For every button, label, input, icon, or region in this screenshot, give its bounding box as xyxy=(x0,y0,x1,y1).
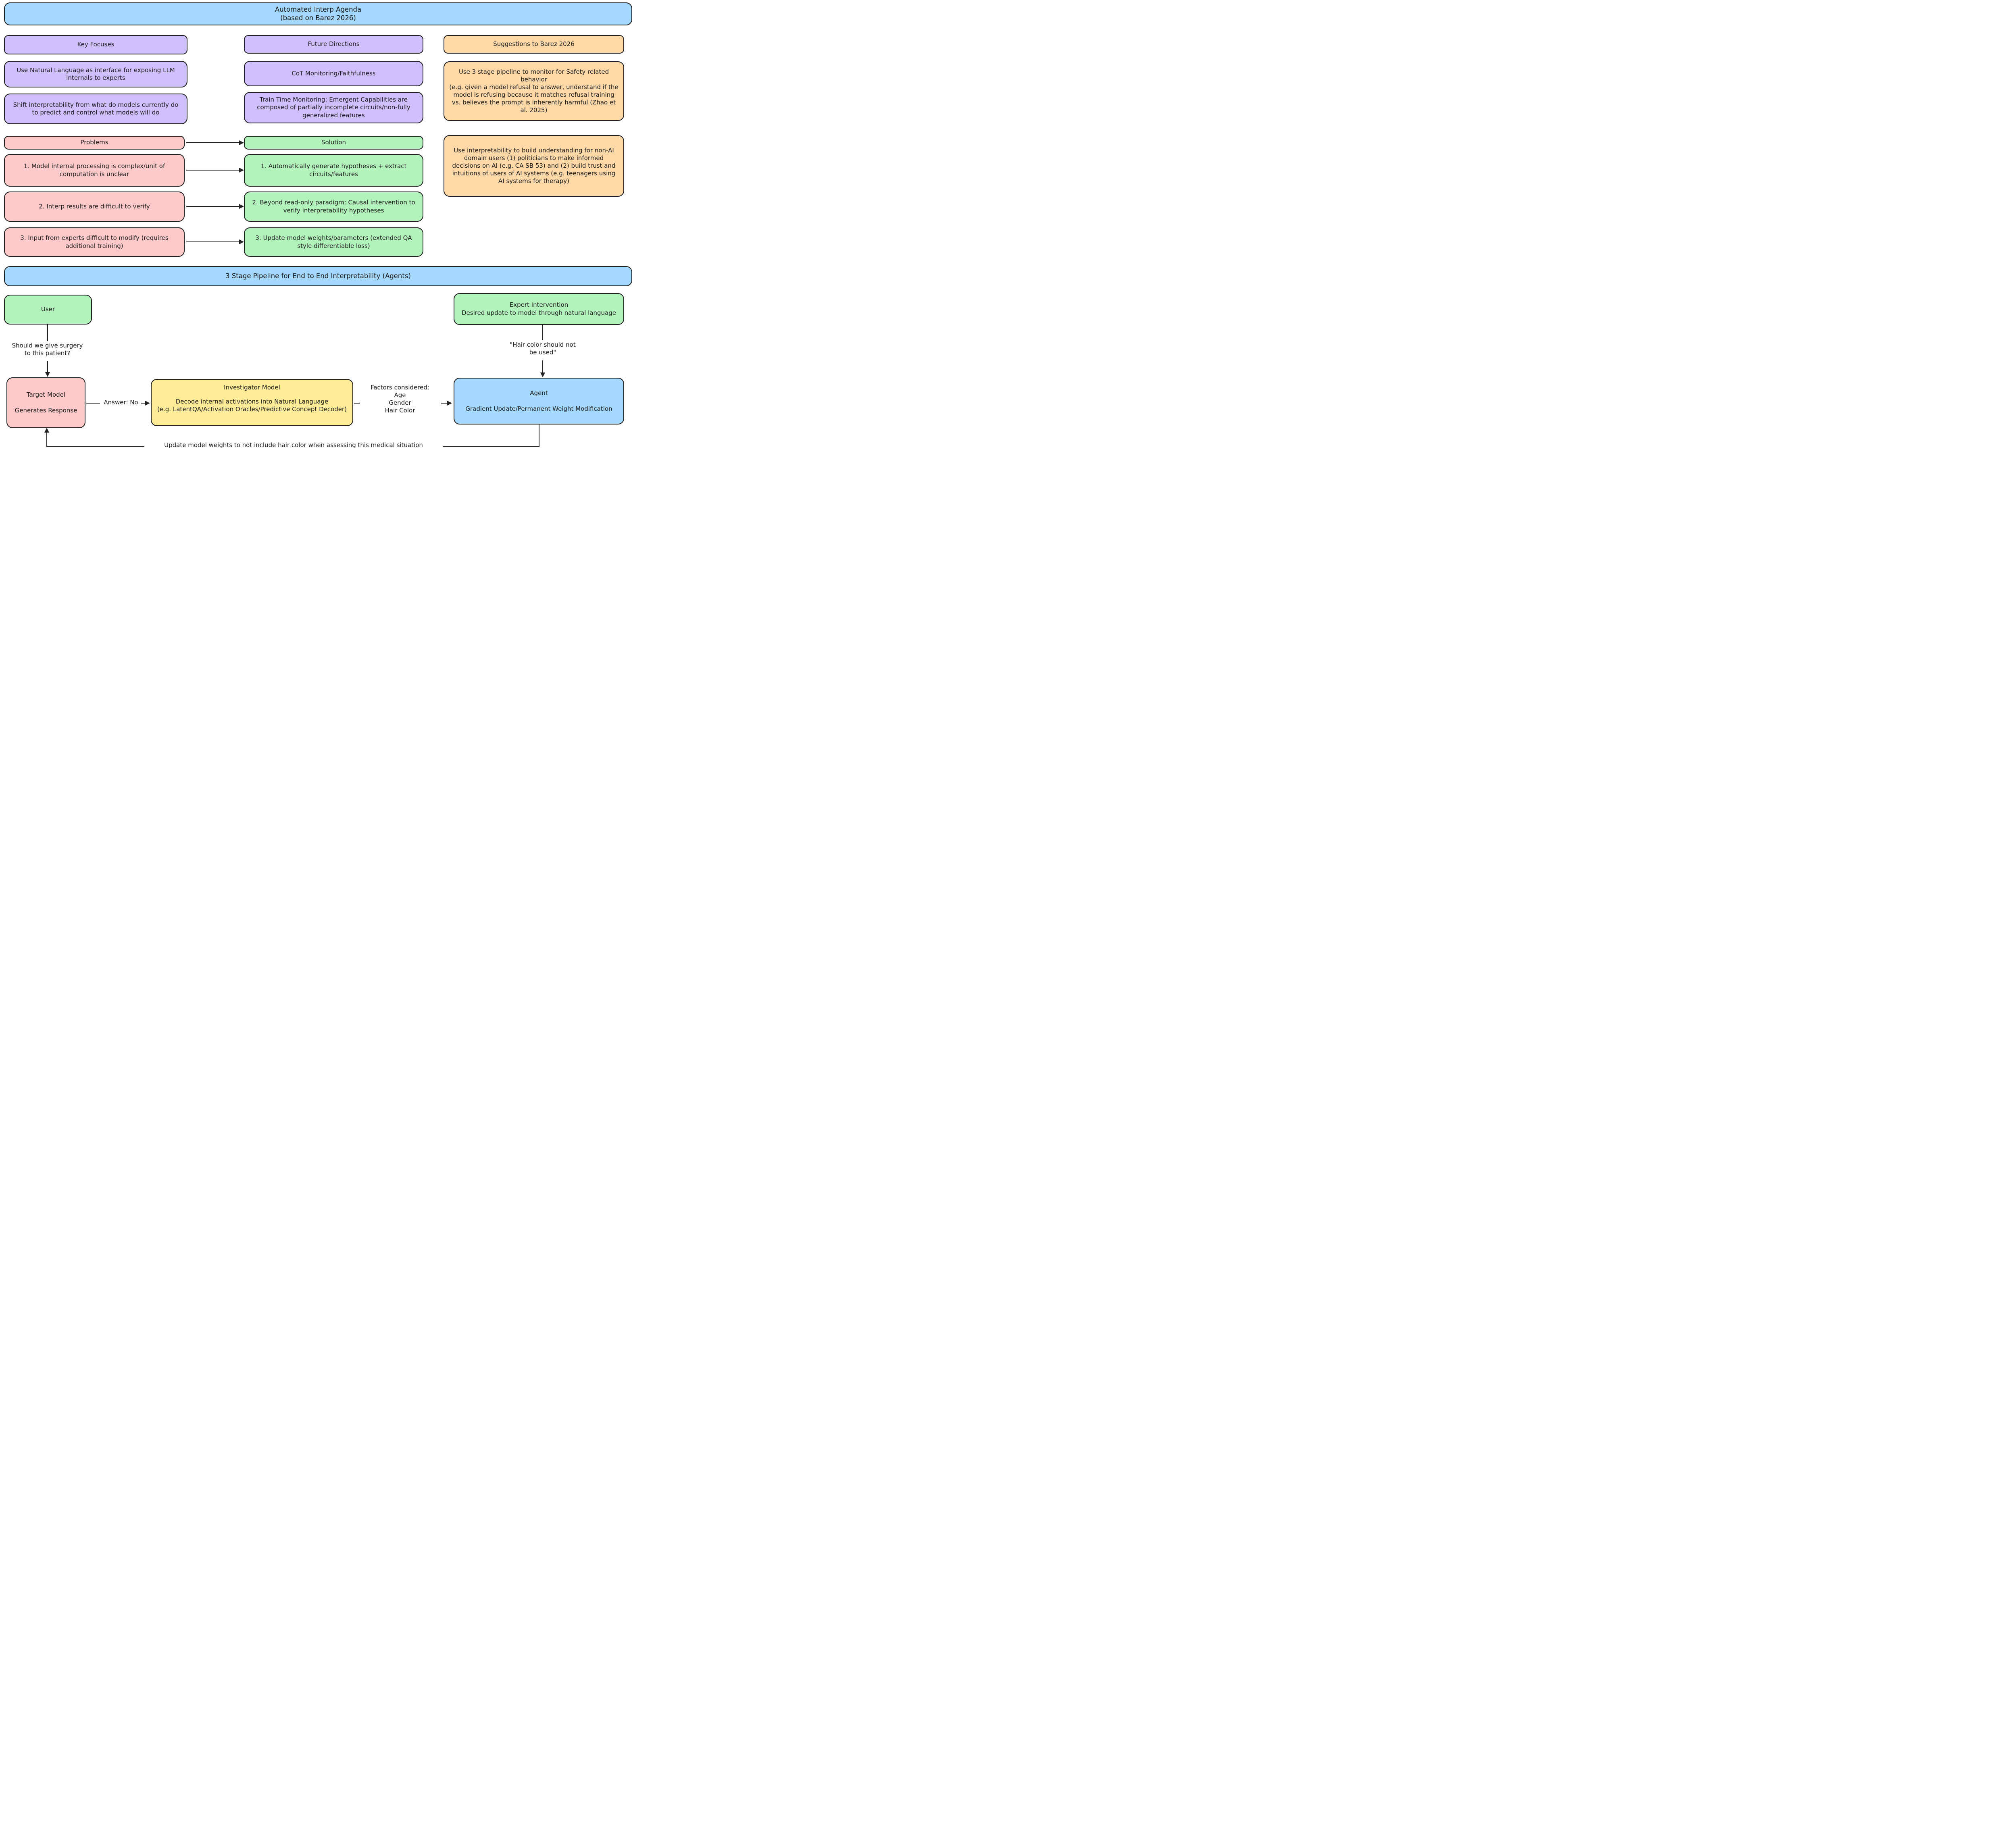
header-key-focuses: Key Focuses xyxy=(4,35,187,54)
problem-item-2: 2. Interp results are difficult to verif… xyxy=(4,191,185,222)
arrow-problem1-to-solution1 xyxy=(186,168,244,173)
feedback-line-left xyxy=(46,446,144,447)
feedback-arrow-up xyxy=(44,428,49,446)
target-model-title: Target Model xyxy=(26,391,66,398)
agent-box: Agent Gradient Update/Permanent Weight M… xyxy=(454,378,624,425)
target-model-box: Target Model Generates Response xyxy=(6,377,85,428)
user-box: User xyxy=(4,295,92,325)
header-future-directions: Future Directions xyxy=(244,35,423,54)
expert-note-label: "Hair color should not be used" xyxy=(510,341,576,356)
header-problems: Problems xyxy=(4,136,185,150)
feedback-line-right xyxy=(443,446,539,447)
factors-label: Factors considered: Age Gender Hair Colo… xyxy=(371,384,429,414)
future-direction-item-2: Train Time Monitoring: Emergent Capabili… xyxy=(244,92,423,123)
suggestion-item-2: Use interpretability to build understand… xyxy=(444,135,624,197)
investigator-model-body: Decode internal activations into Natural… xyxy=(157,398,347,413)
agent-title: Agent xyxy=(530,389,548,397)
investigator-model-box: Investigator Model Decode internal activ… xyxy=(151,379,353,426)
answer-label: Answer: No xyxy=(104,399,138,406)
arrow-problem3-to-solution3 xyxy=(186,239,244,244)
feedback-label: Update model weights to not include hair… xyxy=(164,441,423,449)
expert-intervention-box: Expert Intervention Desired update to mo… xyxy=(454,293,624,325)
arrow-factors-lead xyxy=(354,403,360,404)
problem-item-3: 3. Input from experts difficult to modif… xyxy=(4,227,185,257)
header-solution: Solution xyxy=(244,136,423,150)
arrow-problem2-to-solution2 xyxy=(186,204,244,209)
suggestion-item-1: Use 3 stage pipeline to monitor for Safe… xyxy=(444,61,624,121)
investigator-model-title: Investigator Model xyxy=(224,384,280,391)
arrow-factors-to-agent xyxy=(441,401,452,406)
arrow-expert-note-upper xyxy=(542,325,543,340)
agent-subtitle: Gradient Update/Permanent Weight Modific… xyxy=(465,405,612,412)
arrow-problems-to-solution xyxy=(186,140,244,145)
user-query-label: Should we give surgery to this patient? xyxy=(12,342,83,357)
arrow-user-query-lower xyxy=(45,361,50,377)
pipeline-banner: 3 Stage Pipeline for End to End Interpre… xyxy=(4,266,632,286)
future-direction-item-1: CoT Monitoring/Faithfulness xyxy=(244,61,423,86)
diagram-canvas: Automated Interp Agenda (based on Barez … xyxy=(0,0,637,456)
target-model-subtitle: Generates Response xyxy=(15,407,77,414)
arrow-expert-note-lower xyxy=(540,360,545,377)
key-focus-item-1: Use Natural Language as interface for ex… xyxy=(4,61,187,87)
arrow-answer-lead xyxy=(86,403,100,404)
problem-item-1: 1. Model internal processing is complex/… xyxy=(4,154,185,187)
key-focus-item-2: Shift interpretability from what do mode… xyxy=(4,94,187,124)
solution-item-2: 2. Beyond read-only paradigm: Causal int… xyxy=(244,191,423,222)
solution-item-3: 3. Update model weights/parameters (exte… xyxy=(244,227,423,257)
solution-item-1: 1. Automatically generate hypotheses + e… xyxy=(244,154,423,187)
arrow-user-query-upper xyxy=(47,325,48,341)
arrow-answer-to-investigator xyxy=(141,401,150,406)
title-banner: Automated Interp Agenda (based on Barez … xyxy=(4,2,632,25)
header-suggestions: Suggestions to Barez 2026 xyxy=(444,35,624,54)
